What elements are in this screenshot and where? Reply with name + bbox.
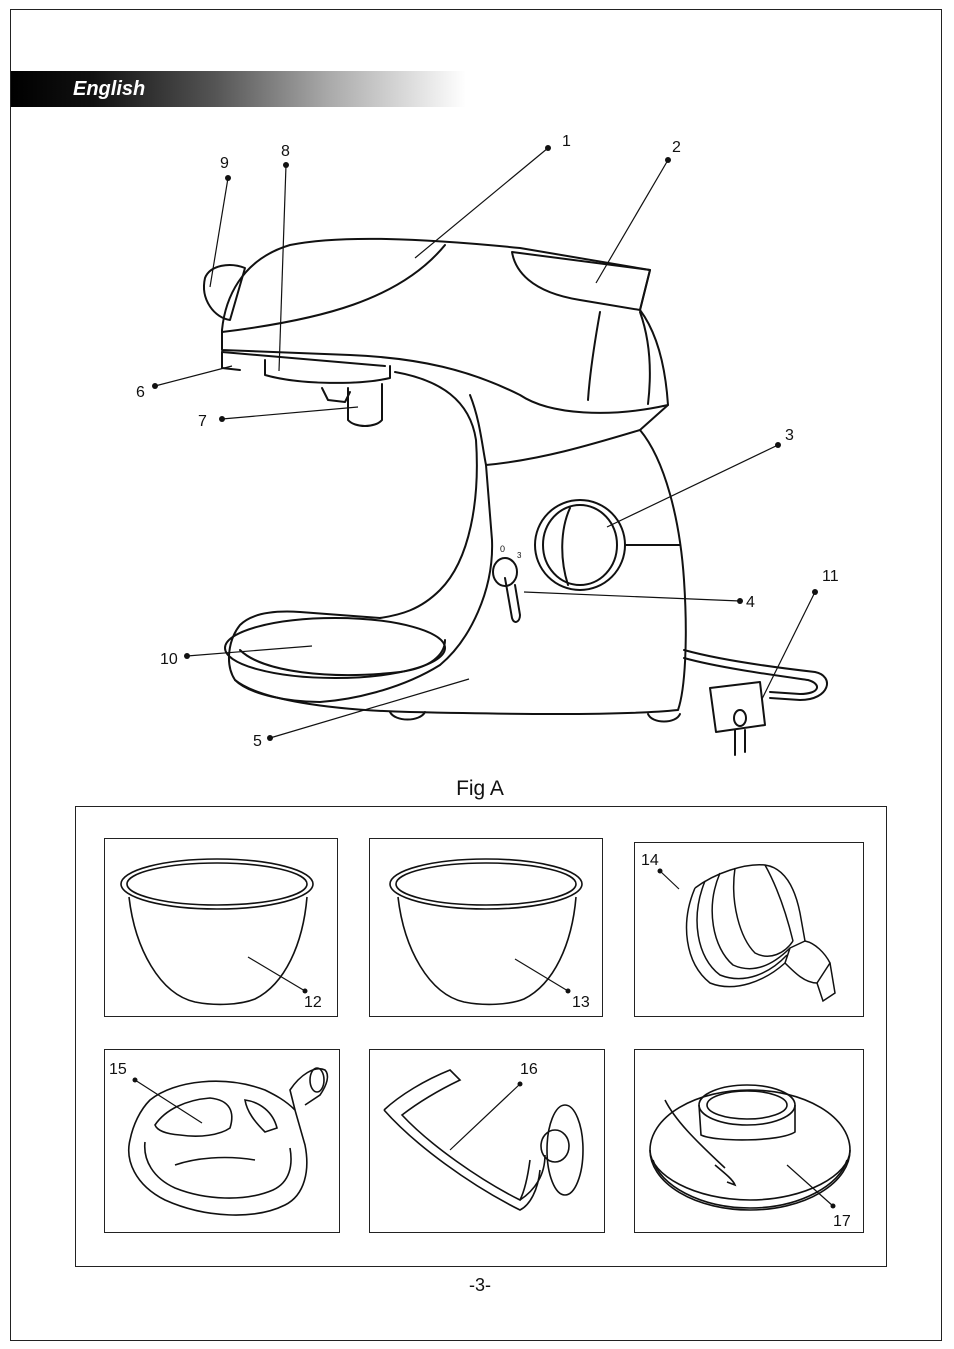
language-banner (11, 71, 466, 107)
bowl-icon: 12 (120, 858, 322, 1011)
svg-text:3: 3 (517, 551, 522, 560)
page-border (10, 9, 942, 1341)
callout-10: 10 (160, 651, 178, 668)
part-box-splash-guard-17: 17 (634, 1049, 864, 1233)
callout-5: 5 (253, 733, 262, 750)
callout-1: 1 (562, 133, 571, 150)
dough-hook-icon: 16 (383, 1061, 584, 1211)
svg-text:0: 0 (500, 544, 505, 554)
power-cord (683, 649, 828, 701)
bowl-icon: 13 (389, 858, 590, 1011)
mixer-neck (379, 371, 478, 619)
power-plug (709, 681, 766, 733)
part-number-12: 12 (304, 994, 322, 1011)
part-number-16: 16 (520, 1061, 538, 1078)
beater-shaft (264, 359, 391, 384)
splash-guard-icon: 17 (649, 1084, 851, 1230)
part-box-bowl-12: 12 (104, 838, 338, 1017)
callout-3: 3 (785, 427, 794, 444)
part-number-13: 13 (572, 994, 590, 1011)
mixer-body (228, 464, 494, 703)
part-number-15: 15 (109, 1061, 127, 1078)
beater-icon: 15 (109, 1061, 329, 1216)
whisk-icon: 14 (641, 852, 836, 1003)
part-box-beater-15: 15 (104, 1049, 340, 1233)
callout-7: 7 (198, 413, 207, 430)
part-number-17: 17 (833, 1213, 851, 1230)
figure-caption: Fig A (456, 777, 504, 800)
callout-9: 9 (220, 155, 229, 172)
mixer-head (221, 237, 669, 414)
part-box-whisk-14: 14 (634, 842, 864, 1017)
accessories-panel (75, 806, 887, 1267)
speed-dial (534, 499, 626, 591)
part-number-14: 14 (641, 852, 659, 869)
callout-8: 8 (281, 143, 290, 160)
callout-6: 6 (136, 384, 145, 401)
part-box-dough-hook-16: 16 (369, 1049, 605, 1233)
callout-2: 2 (672, 139, 681, 156)
page-number: -3- (469, 1275, 491, 1295)
top-panel (511, 251, 651, 311)
tilt-switch (492, 557, 518, 587)
callout-11: 11 (822, 568, 839, 585)
stand-mixer-illustration: 0 3 1 2 3 4 5 6 7 8 (136, 133, 839, 756)
language-label: English (73, 78, 146, 100)
callout-4: 4 (746, 594, 755, 611)
base-plate (224, 617, 446, 679)
part-box-bowl-13: 13 (369, 838, 603, 1017)
